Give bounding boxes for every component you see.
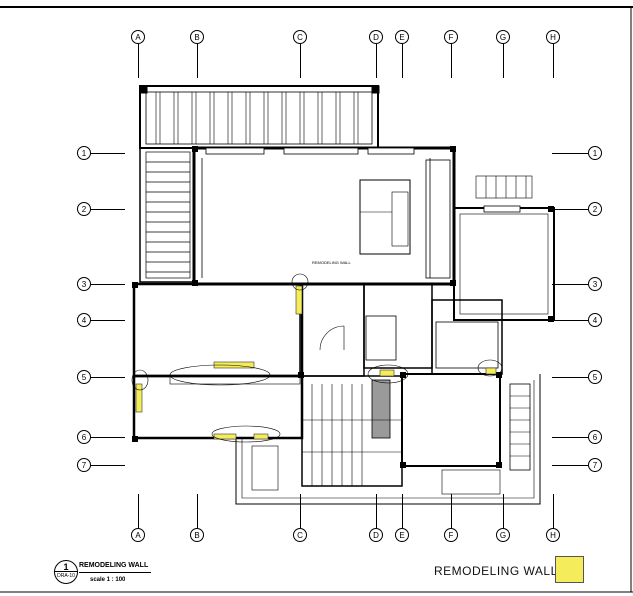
grid-line-c-top <box>300 44 301 78</box>
grid-bubble-h-bottom: H <box>546 528 560 542</box>
grid-bubble-1-left: 1 <box>77 146 91 160</box>
grid-line-1-left <box>91 153 125 154</box>
grid-line-g-bottom <box>503 494 504 528</box>
grid-bubble-a-bottom: A <box>131 528 145 542</box>
grid-bubble-a-top: A <box>131 30 145 44</box>
grid-bubble-4-left: 4 <box>77 313 91 327</box>
grid-line-h-top <box>553 44 554 78</box>
bubble-divider <box>54 571 78 572</box>
grid-bubble-7-left: 7 <box>77 458 91 472</box>
grid-line-2-right <box>552 209 588 210</box>
grid-bubble-3-left: 3 <box>77 277 91 291</box>
grid-bubble-1-right: 1 <box>588 146 602 160</box>
grid-bubble-3-right: 3 <box>588 277 602 291</box>
grid-line-h-bottom <box>553 494 554 528</box>
grid-line-e-bottom <box>402 494 403 528</box>
grid-line-5-left <box>91 377 125 378</box>
grid-line-a-top <box>138 44 139 78</box>
grid-line-7-left <box>91 465 125 466</box>
grid-bubble-f-top: F <box>444 30 458 44</box>
grid-bubble-5-left: 5 <box>77 370 91 384</box>
grid-line-e-top <box>402 44 403 78</box>
grid-line-b-top <box>197 44 198 78</box>
remodel-callouts <box>131 273 503 443</box>
grid-bubble-c-top: C <box>293 30 307 44</box>
grid-bubble-d-top: D <box>369 30 383 44</box>
grid-bubble-f-bottom: F <box>444 528 458 542</box>
grid-line-3-right <box>552 284 588 285</box>
grid-line-4-left <box>91 320 125 321</box>
grid-line-4-right <box>552 320 588 321</box>
left-stair <box>139 147 195 283</box>
title-underline <box>79 572 151 573</box>
drawing-number-bubble: 1 DRA-10 <box>54 560 78 584</box>
drawing-scale: scale 1 : 100 <box>90 577 126 583</box>
grid-line-d-top <box>376 44 377 78</box>
grid-bubble-d-bottom: D <box>369 528 383 542</box>
columns <box>132 146 554 468</box>
legend-swatch <box>555 556 584 583</box>
grid-line-a-bottom <box>138 494 139 528</box>
grid-bubble-b-bottom: B <box>190 528 204 542</box>
grid-bubble-h-top: H <box>546 30 560 44</box>
room-label-remodel: REMODELING WALL <box>312 260 352 265</box>
grid-line-b-bottom <box>197 494 198 528</box>
grid-bubble-6-right: 6 <box>588 430 602 444</box>
drawing-title: REMODELING WALL <box>79 562 149 569</box>
grid-line-6-right <box>552 437 588 438</box>
grid-bubble-g-bottom: G <box>496 528 510 542</box>
drawing-number: 1 <box>63 562 69 572</box>
grid-bubble-g-top: G <box>496 30 510 44</box>
grid-line-f-bottom <box>451 494 452 528</box>
remodeling-walls <box>135 285 497 440</box>
grid-bubble-4-right: 4 <box>588 313 602 327</box>
grid-bubble-2-right: 2 <box>588 202 602 216</box>
grid-line-c-bottom <box>300 494 301 528</box>
grid-line-g-top <box>503 44 504 78</box>
grid-bubble-e-top: E <box>395 30 409 44</box>
grid-line-7-right <box>552 465 588 466</box>
grid-line-2-left <box>91 209 125 210</box>
grid-bubble-7-right: 7 <box>588 458 602 472</box>
grid-bubble-c-bottom: C <box>293 528 307 542</box>
grid-bubble-e-bottom: E <box>395 528 409 542</box>
grid-line-1-right <box>552 153 588 154</box>
grid-bubble-5-right: 5 <box>588 370 602 384</box>
grid-line-f-top <box>451 44 452 78</box>
grid-line-6-left <box>91 437 125 438</box>
grid-bubble-2-left: 2 <box>77 202 91 216</box>
grid-line-5-right <box>552 377 588 378</box>
grid-line-3-left <box>91 284 125 285</box>
walls <box>132 146 555 505</box>
grid-bubble-b-top: B <box>190 30 204 44</box>
grid-bubble-6-left: 6 <box>77 430 91 444</box>
grid-line-d-bottom <box>376 494 377 528</box>
top-pergola <box>139 85 380 149</box>
sheet-reference: DRA-10 <box>57 573 75 579</box>
legend-label: REMODELING WALLS <box>434 564 567 578</box>
